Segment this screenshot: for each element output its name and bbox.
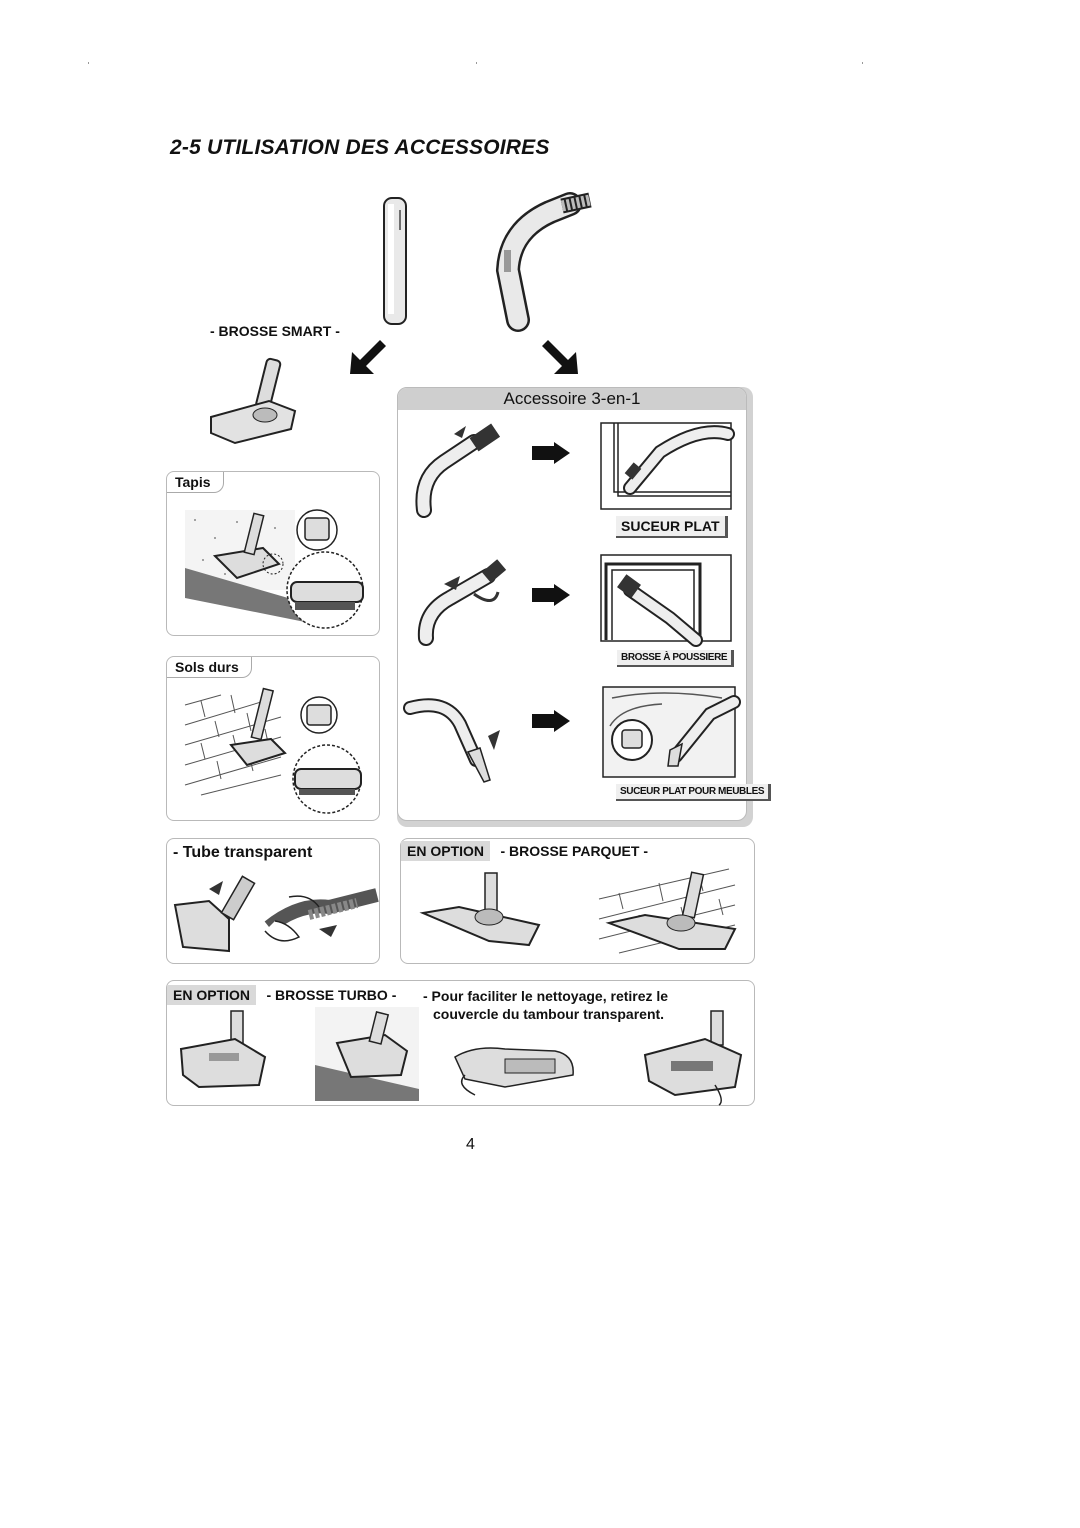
page-number: 4 [466, 1136, 475, 1153]
suceur-meubles-usage-illustration [602, 686, 741, 778]
turbo-note-line1: - Pour faciliter le nettoyage, retirez l… [423, 988, 669, 1004]
tapis-illustration [185, 509, 364, 629]
arrow-right-icon [532, 584, 570, 606]
accessoire-header [398, 388, 746, 410]
print-mark [88, 62, 89, 64]
accessoire-title: Accessoire 3-en-1 [503, 389, 641, 408]
print-mark [862, 62, 863, 64]
hose-suceur-illustration [415, 423, 501, 518]
brosse-smart-label: - BROSSE SMART - [210, 323, 340, 339]
turbo-note: - Pour faciliter le nettoyage, retirez l… [423, 987, 668, 1023]
brosse-smart-illustration [210, 357, 297, 445]
page-title: 2-5 UTILISATION DES ACCESSOIRES [170, 136, 550, 159]
print-mark [476, 62, 477, 64]
brosse-parquet-panel: EN OPTION - BROSSE PARQUET - [400, 838, 755, 964]
brosse-poussiere-usage-illustration [600, 554, 732, 647]
sols-durs-label: Sols durs [167, 657, 252, 678]
curved-handle-illustration [495, 192, 592, 332]
turbo-option-badge: EN OPTION [167, 985, 257, 1005]
brosse-poussiere-label: BROSSE À POUSSIERE [617, 650, 735, 667]
arrow-down-right-icon [542, 340, 578, 374]
arrow-right-icon [532, 442, 570, 464]
tapis-label: Tapis [167, 472, 224, 493]
turbo-note-line2: couvercle du tambour transparent. [433, 1006, 665, 1022]
suceur-plat-usage-illustration [600, 422, 735, 510]
tapis-panel: Tapis [166, 471, 380, 636]
brosse-turbo-panel: EN OPTION - BROSSE TURBO - - Pour facili… [166, 980, 755, 1106]
suceur-plat-label: SUCEUR PLAT [616, 516, 728, 538]
brosse-turbo-label: - BROSSE TURBO - [266, 987, 397, 1003]
arrow-down-left-icon [350, 340, 386, 374]
sols-durs-panel: Sols durs [166, 656, 380, 821]
tube-transparent-label: - Tube transparent [173, 844, 313, 861]
brosse-parquet-illustration [419, 868, 737, 954]
hose-brosse-illustration [417, 559, 507, 646]
hose-meubles-illustration [403, 698, 500, 783]
straight-tube-illustration [383, 197, 407, 325]
arrow-right-icon [532, 710, 570, 732]
sols-durs-illustration [184, 687, 362, 814]
suceur-meubles-label: SUCEUR PLAT POUR MEUBLES [616, 784, 772, 801]
tube-transparent-panel: - Tube transparent [166, 838, 380, 964]
parquet-option-badge: EN OPTION [401, 841, 491, 861]
brosse-parquet-label: - BROSSE PARQUET - [500, 843, 648, 859]
brosse-turbo-illustration [179, 1007, 743, 1106]
tube-transparent-illustration [173, 875, 379, 953]
